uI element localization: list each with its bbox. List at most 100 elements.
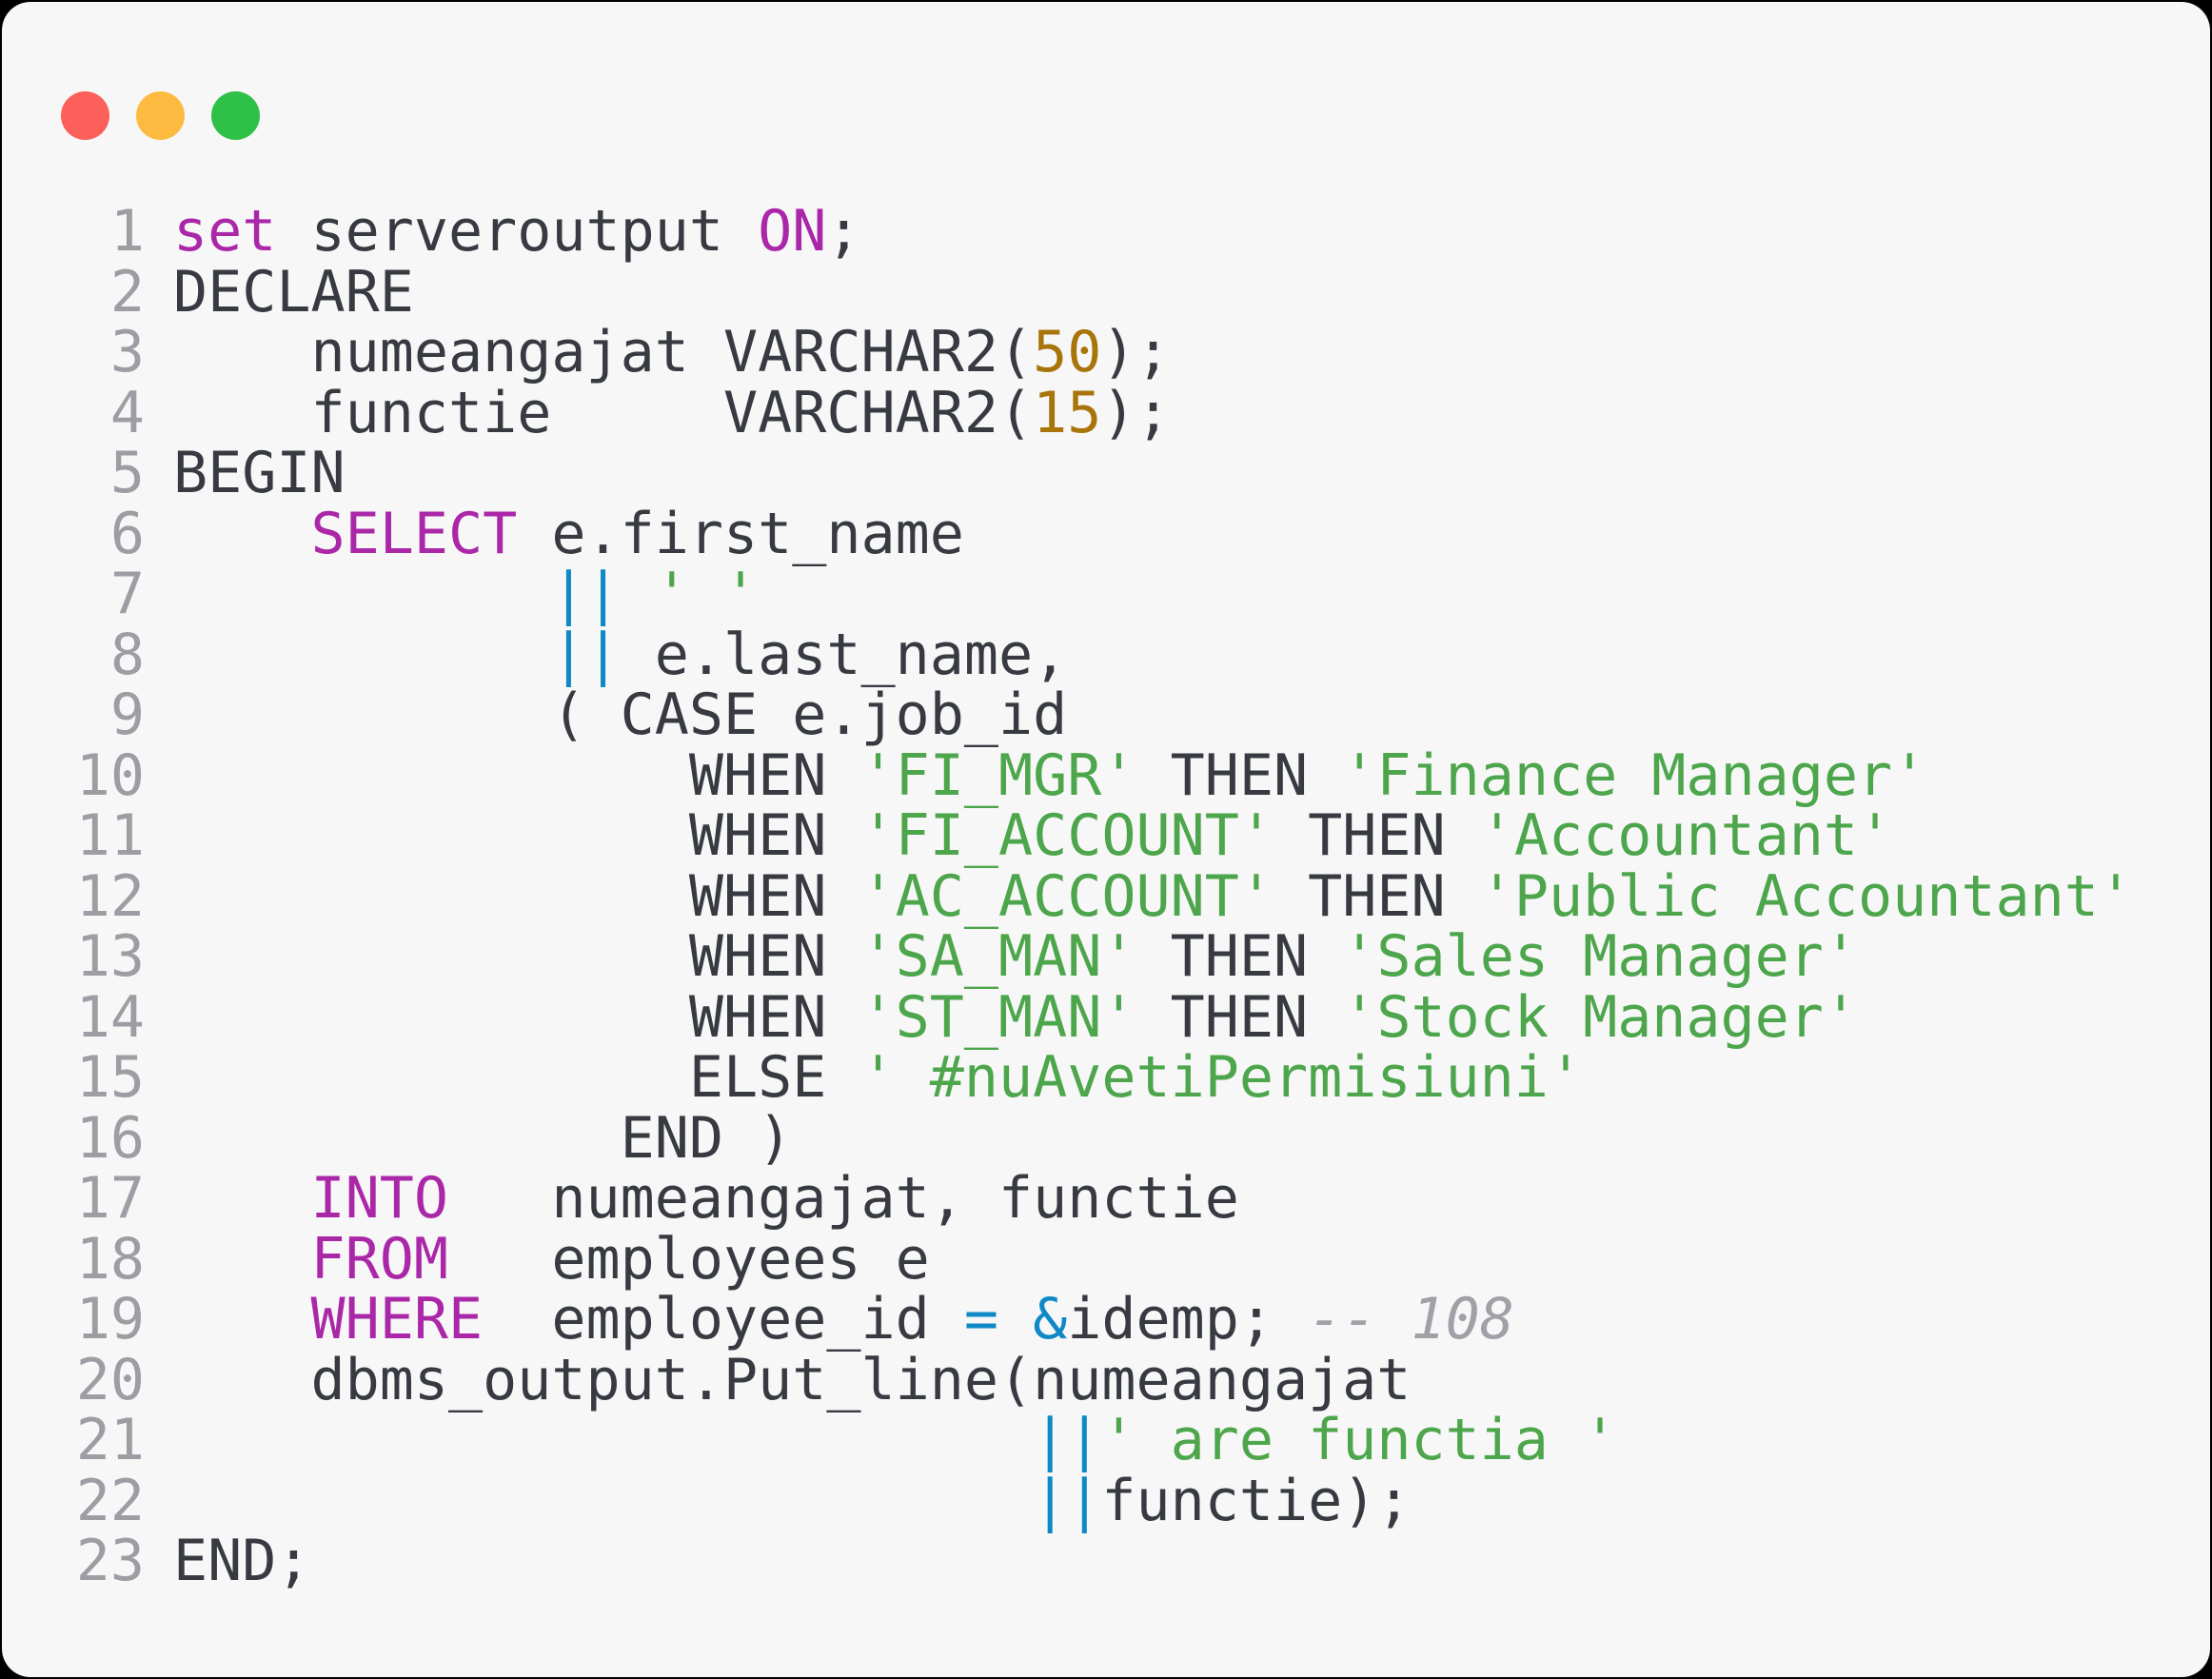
- code-token: [173, 1468, 1033, 1534]
- code-token: idemp;: [1067, 1286, 1309, 1353]
- line-number: 16: [75, 1104, 145, 1172]
- code-text: functie VARCHAR2(15);: [173, 383, 1170, 444]
- code-line: 20 dbms_output.Put_line(numeangajat: [2, 1346, 2210, 1413]
- code-text: ( CASE e.job_id: [173, 684, 1067, 746]
- code-token: INTO: [310, 1165, 449, 1232]
- code-line: 16 END ): [2, 1104, 2210, 1172]
- code-text: END ): [173, 1108, 793, 1170]
- code-token: 'AC_ACCOUNT': [860, 862, 1274, 930]
- code-token: 15: [1033, 379, 1102, 446]
- code-token: [173, 622, 551, 688]
- code-line: 21 ||' are functia ': [2, 1410, 2210, 1472]
- code-token: functie);: [1101, 1467, 1412, 1534]
- code-token: WHEN: [173, 983, 861, 1051]
- code-text: || e.last_name,: [173, 621, 1068, 688]
- code-line: 4 functie VARCHAR2(15);: [2, 383, 2210, 444]
- line-number: 13: [75, 923, 145, 990]
- code-text: FROM employees e: [173, 1229, 930, 1291]
- line-number: 10: [75, 741, 145, 809]
- code-text: set serveroutput ON;: [173, 201, 860, 263]
- code-line: 2 DECLARE: [2, 258, 2210, 326]
- line-number: 3: [109, 319, 145, 385]
- code-line: 3 numeangajat VARCHAR2(50);: [2, 319, 2210, 385]
- line-number: 6: [109, 500, 145, 567]
- code-token: END ): [173, 1104, 793, 1172]
- code-text: DECLARE: [173, 262, 414, 324]
- zoom-button[interactable]: [211, 91, 260, 140]
- code-token: FROM: [310, 1225, 449, 1293]
- code-line: 13 WHEN 'SA_MAN' THEN 'Sales Manager': [2, 923, 2210, 990]
- code-text: WHEN 'FI_MGR' THEN 'Finance Manager': [173, 745, 1926, 807]
- close-button[interactable]: [61, 91, 109, 140]
- code-token: WHEN: [173, 862, 861, 930]
- line-number: 9: [109, 681, 145, 748]
- line-number: 1: [109, 198, 145, 265]
- line-number: 14: [75, 983, 145, 1051]
- code-token: numeangajat, functie: [448, 1165, 1239, 1232]
- code-text: ELSE ' #nuAvetiPermisiuni': [173, 1047, 1583, 1109]
- window-controls: [61, 91, 260, 140]
- code-token: [173, 1226, 311, 1293]
- code-text: END;: [173, 1531, 311, 1592]
- line-number: 11: [75, 802, 145, 869]
- code-token: WHEN: [173, 802, 861, 869]
- line-number: 22: [75, 1467, 145, 1534]
- code-token: &: [1033, 1286, 1068, 1353]
- code-text: SELECT e.first_name: [173, 504, 964, 565]
- minimize-button[interactable]: [136, 91, 185, 140]
- code-token: [173, 501, 311, 567]
- code-token: 'SA_MAN': [860, 923, 1136, 990]
- code-line: 5 BEGIN: [2, 440, 2210, 506]
- line-number: 12: [75, 862, 145, 930]
- code-token: e.last_name,: [620, 621, 1068, 688]
- line-number: 7: [109, 561, 145, 627]
- code-line: 19 WHERE employee_id = &idemp; -- 108: [2, 1286, 2210, 1353]
- code-token: 'Public Accountant': [1479, 862, 2134, 930]
- code-token: WHERE: [310, 1286, 484, 1353]
- code-token: THEN: [1136, 983, 1343, 1051]
- code-token: [998, 1286, 1033, 1353]
- code-token: numeangajat VARCHAR2(: [173, 319, 1034, 385]
- code-text: WHEN 'AC_ACCOUNT' THEN 'Public Accountan…: [173, 866, 2133, 928]
- code-token: [173, 1165, 311, 1232]
- line-number: 2: [109, 258, 145, 326]
- line-number: 15: [75, 1044, 145, 1111]
- code-token: THEN: [1273, 802, 1480, 869]
- code-token: e.first_name: [517, 500, 964, 567]
- code-token: BEGIN: [173, 440, 346, 506]
- line-number: 19: [75, 1286, 145, 1353]
- code-line: 17 INTO numeangajat, functie: [2, 1165, 2210, 1232]
- code-token: 'Sales Manager': [1342, 923, 1859, 990]
- code-token: );: [1101, 379, 1171, 446]
- code-line: 22 ||functie);: [2, 1467, 2210, 1534]
- code-token: ' are functia ': [1101, 1407, 1618, 1473]
- code-token: ELSE: [173, 1044, 861, 1111]
- code-line: 18 FROM employees e: [2, 1229, 2210, 1291]
- code-token: 'Accountant': [1479, 802, 1893, 869]
- code-token: employee_id: [483, 1286, 964, 1353]
- code-token: DECLARE: [173, 258, 414, 326]
- code-text: dbms_output.Put_line(numeangajat: [173, 1350, 1411, 1412]
- code-line: 7 || ' ': [2, 561, 2210, 627]
- line-number: 17: [75, 1165, 145, 1232]
- code-token: [173, 1286, 311, 1353]
- code-token: THEN: [1136, 741, 1343, 809]
- code-text: WHEN 'ST_MAN' THEN 'Stock Manager': [173, 987, 1858, 1049]
- code-token: ( CASE e.job_id: [173, 681, 1068, 748]
- code-token: 'Finance Manager': [1342, 741, 1927, 809]
- code-token: [173, 561, 551, 627]
- code-text: WHERE employee_id = &idemp; -- 108: [173, 1289, 1514, 1351]
- code-line: 12 WHEN 'AC_ACCOUNT' THEN 'Public Accoun…: [2, 862, 2210, 930]
- code-token: 'FI_ACCOUNT': [860, 802, 1274, 869]
- line-number: 5: [109, 440, 145, 506]
- line-number: 20: [75, 1346, 145, 1413]
- code-line: 1 set serveroutput ON;: [2, 198, 2210, 265]
- code-token: ||: [1033, 1467, 1102, 1534]
- code-line: 11 WHEN 'FI_ACCOUNT' THEN 'Accountant': [2, 802, 2210, 869]
- code-text: numeangajat VARCHAR2(50);: [173, 322, 1170, 384]
- code-token: 'ST_MAN': [860, 983, 1136, 1051]
- code-token: WHEN: [173, 741, 861, 809]
